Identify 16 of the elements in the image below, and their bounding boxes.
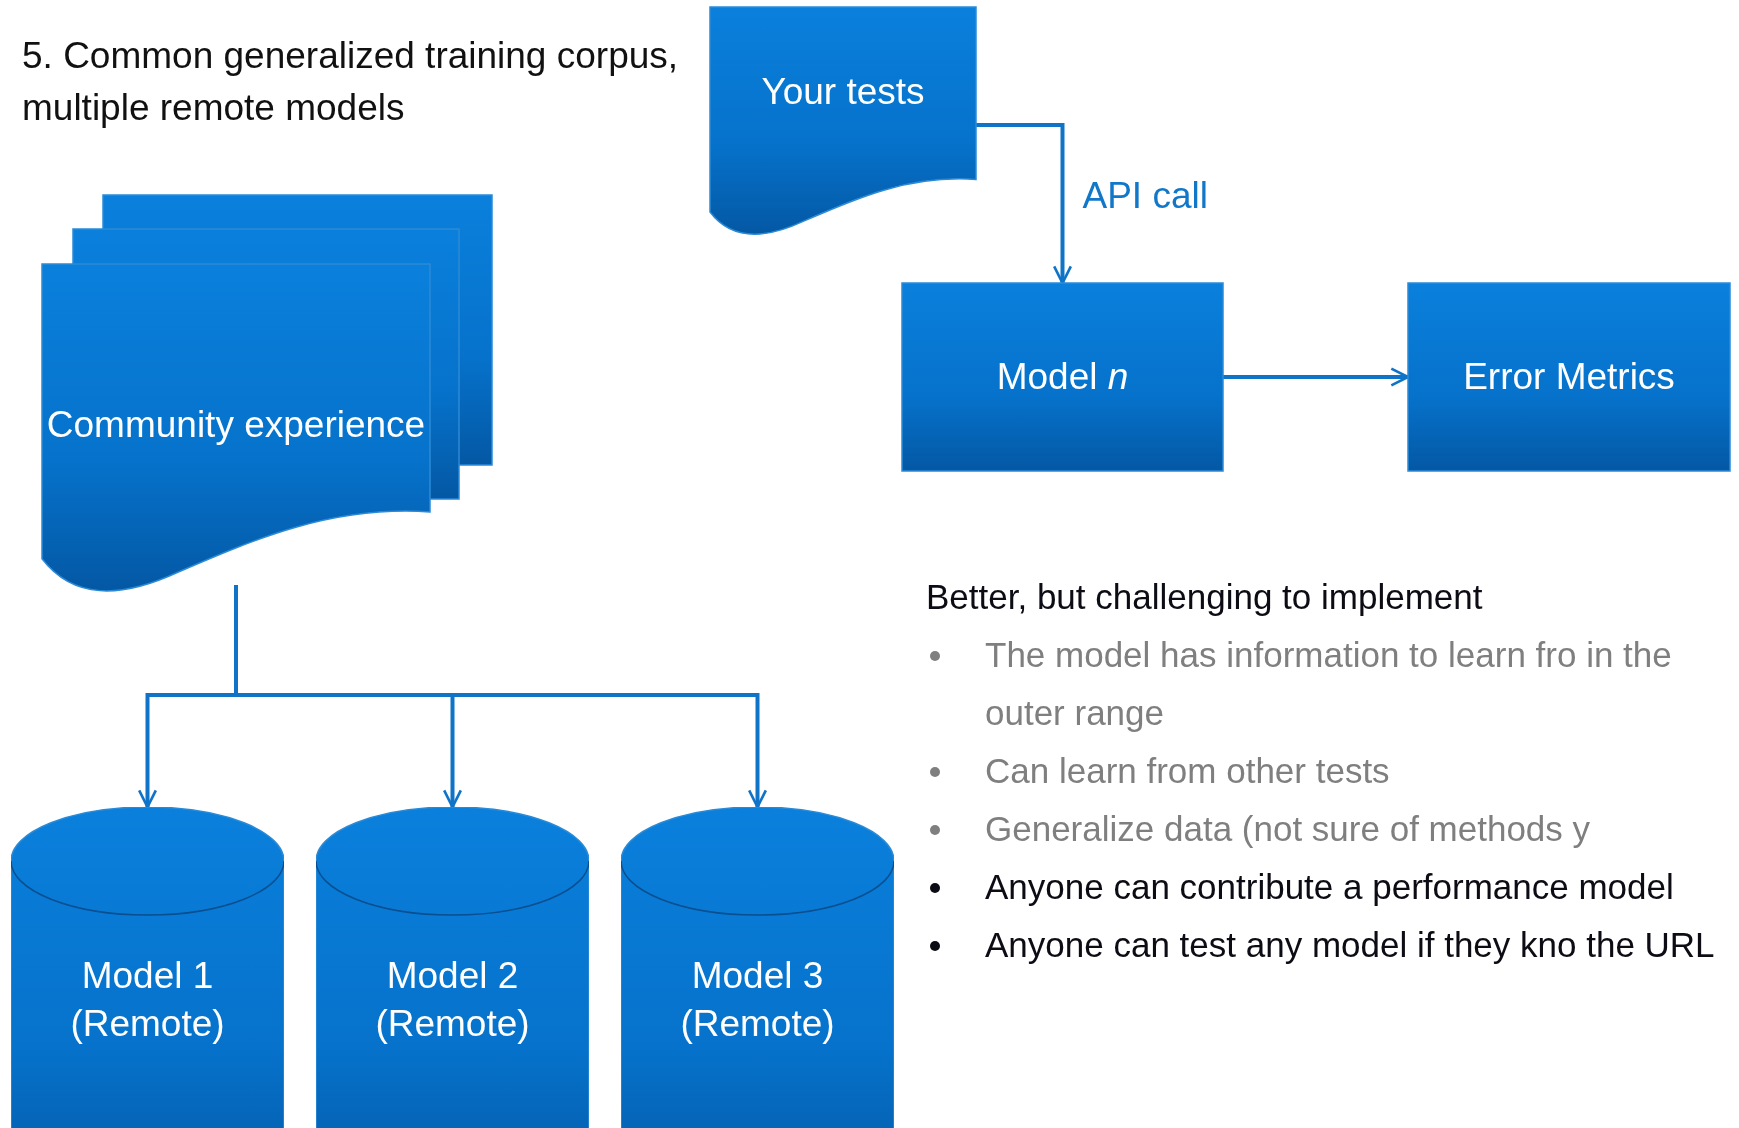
- node-label: Model n: [996, 354, 1129, 399]
- node-label: Community experience: [46, 402, 426, 447]
- bullet-text: Can learn from other tests: [985, 751, 1390, 790]
- node-label: Your tests: [761, 69, 925, 114]
- diagram-title: 5. Common generalized training corpus, multiple remote models: [22, 34, 680, 130]
- note-heading: Better, but challenging to implement: [926, 577, 1483, 616]
- bullet-text: Anyone can contribute a performance model: [985, 867, 1674, 906]
- bullet-text: Generalize data (not sure of methods y: [985, 809, 1591, 848]
- node-label: Model 2 (Remote): [374, 953, 531, 1046]
- bullet-text: Anyone can test any model if they kno the URL: [985, 925, 1715, 964]
- arrow: [976, 123, 1073, 285]
- node-label: Error Metrics: [1463, 354, 1675, 399]
- node-label: Model 1 (Remote): [69, 953, 226, 1046]
- bullet-text: The model has information to learn fro in the outer range: [985, 635, 1672, 732]
- node-label: Model 3 (Remote): [679, 953, 836, 1046]
- edge-label: API call: [1082, 175, 1208, 217]
